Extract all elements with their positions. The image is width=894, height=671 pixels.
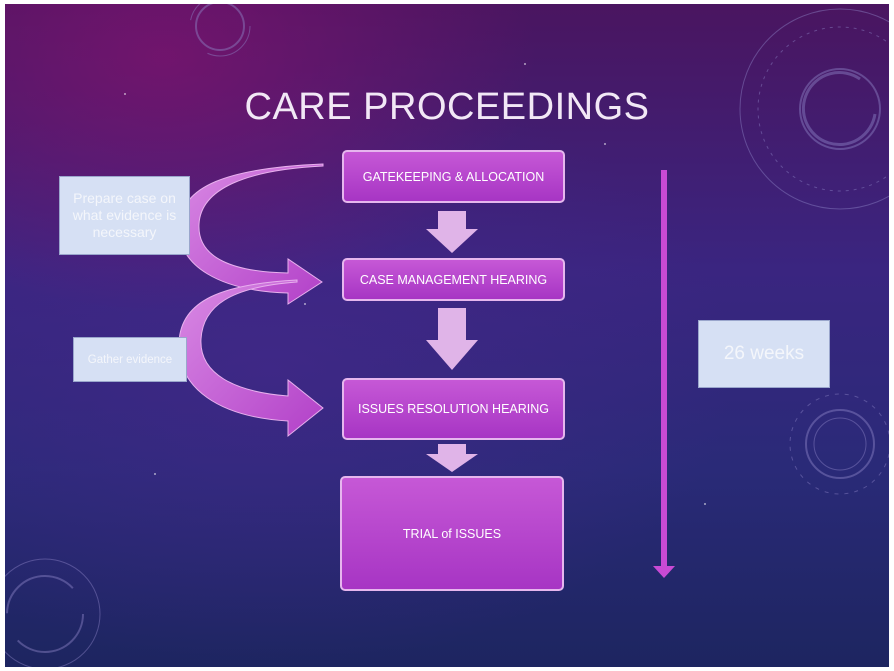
- timeline-arrow: [653, 170, 675, 578]
- step-label: ISSUES RESOLUTION HEARING: [357, 402, 549, 416]
- down-arrow-2: [426, 308, 478, 370]
- step-gatekeeping-allocation: GATEKEEPING & ALLOCATION: [342, 150, 565, 203]
- curved-arrow-2: [178, 279, 324, 438]
- step-label: CASE MANAGEMENT HEARING: [359, 272, 548, 287]
- note-gather-evidence: Gather evidence: [73, 337, 187, 382]
- note-label: Prepare case on what evidence is necessa…: [72, 190, 177, 240]
- duration-label: 26 weeks: [723, 343, 805, 364]
- note-prepare-case: Prepare case on what evidence is necessa…: [59, 176, 190, 255]
- curved-arrow-1: [178, 163, 324, 305]
- step-case-management-hearing: CASE MANAGEMENT HEARING: [342, 258, 565, 301]
- step-issues-resolution-hearing: ISSUES RESOLUTION HEARING: [342, 378, 565, 440]
- duration-box: 26 weeks: [698, 320, 830, 388]
- note-label: Gather evidence: [87, 353, 173, 366]
- down-arrow-1: [426, 211, 478, 253]
- background-decoration: [5, 4, 889, 667]
- curved-arrows: [178, 163, 324, 438]
- step-label: TRIAL of ISSUES: [402, 526, 502, 541]
- down-arrow-3: [426, 444, 478, 472]
- step-label: GATEKEEPING & ALLOCATION: [362, 169, 545, 184]
- slide-title: CARE PROCEEDINGS: [244, 86, 650, 128]
- step-trial-of-issues: TRIAL of ISSUES: [340, 476, 564, 591]
- slide: CARE PROCEEDINGS GATEKEEPING & ALLOCATIO…: [5, 4, 889, 667]
